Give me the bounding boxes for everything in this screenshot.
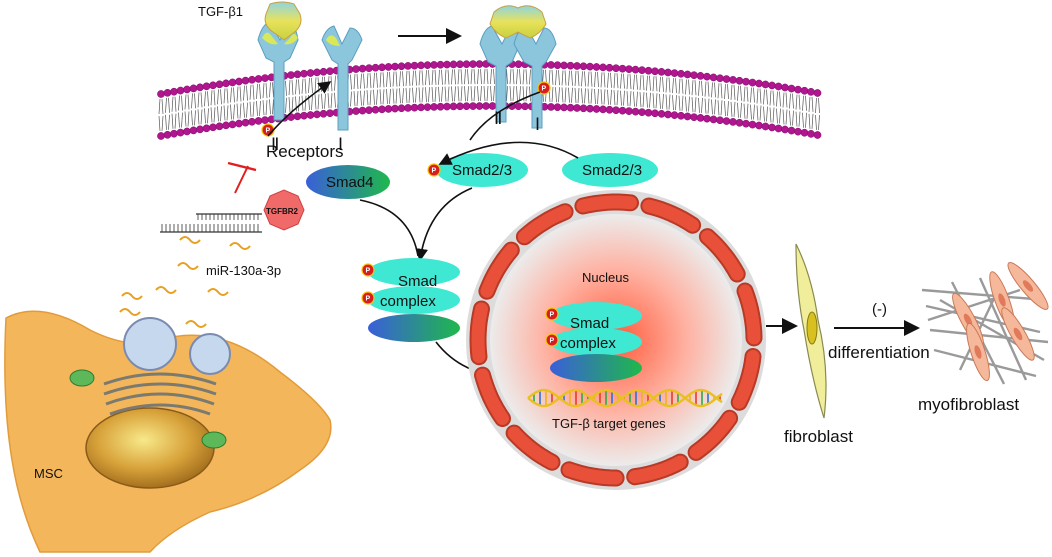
receptor-i-label: Ⅰ bbox=[338, 135, 343, 154]
exosome-icon bbox=[123, 317, 231, 375]
tgf-beta1-ligand-icon bbox=[264, 1, 302, 41]
phospho-icon bbox=[361, 263, 375, 277]
inhibition-symbol bbox=[227, 161, 257, 194]
smad-complex-label-2: complex bbox=[380, 293, 436, 310]
mirna-label: miR-130a-3p bbox=[206, 263, 281, 278]
dna-helix-icon bbox=[527, 388, 723, 408]
smad-complex-cytoplasm: P P Smad complex bbox=[361, 258, 460, 342]
smad23-label: Smad2/3 bbox=[582, 162, 642, 179]
smad-complex-label-1: Smad bbox=[398, 273, 437, 290]
smad23-protein: Smad2/3 bbox=[562, 153, 658, 187]
nuc-complex-label-2: complex bbox=[560, 335, 616, 352]
receptor-ii-label-2: Ⅱ bbox=[494, 109, 502, 128]
msc-nucleus bbox=[85, 407, 215, 489]
msc-cell bbox=[4, 310, 332, 553]
myofibroblast-label: myofibroblast bbox=[918, 395, 1019, 414]
nuclear-envelope bbox=[469, 193, 763, 487]
msc-label: MSC bbox=[34, 466, 63, 481]
differentiation-label: differentiation bbox=[828, 343, 930, 362]
golgi-icon bbox=[103, 372, 217, 416]
mrna-duplex bbox=[160, 213, 262, 233]
smad-complex-nucleus: P P Smad complex bbox=[545, 302, 642, 382]
phospho-label: P bbox=[550, 338, 555, 345]
inhibit-sign-label: (-) bbox=[872, 301, 887, 318]
receptor-ii-label: Ⅱ bbox=[271, 135, 279, 154]
smad-phospho-arrow bbox=[438, 141, 579, 165]
phospho-smad23-protein: P Smad2/3 bbox=[427, 153, 528, 187]
phospho-label: P bbox=[542, 86, 547, 93]
mitochondrion-icon bbox=[69, 369, 227, 449]
smad4-protein: Smad4 bbox=[306, 165, 390, 199]
smad4-join-line bbox=[359, 199, 419, 257]
receptor-pair-left: Ⅱ Ⅰ P bbox=[257, 21, 363, 154]
phospho-icon bbox=[545, 307, 559, 321]
nuc-complex-label-1: Smad bbox=[570, 315, 609, 332]
myofibroblast-cluster-icon bbox=[921, 262, 1049, 385]
phospho-icon bbox=[361, 291, 375, 305]
smad4-label: Smad4 bbox=[326, 174, 374, 191]
kinase-arrow bbox=[469, 91, 541, 141]
phospho-icon bbox=[545, 333, 559, 347]
target-genes-label: TGF-β target genes bbox=[552, 416, 666, 431]
ligand-label: TGF-β1 bbox=[198, 4, 243, 19]
phospho-label: P bbox=[432, 168, 437, 175]
tgfbr2-badge: TGFBR2 bbox=[263, 189, 305, 231]
receptors-label: Receptors bbox=[266, 142, 343, 161]
receptor-i-label-2: Ⅰ bbox=[535, 115, 540, 134]
phospho-label: P bbox=[266, 128, 271, 135]
tgfbr2-label: TGFBR2 bbox=[266, 207, 299, 216]
smad23-p-label: Smad2/3 bbox=[452, 162, 512, 179]
phospho-label: P bbox=[366, 296, 371, 303]
phospho-label: P bbox=[550, 312, 555, 319]
phosphorylation-arrow bbox=[267, 81, 332, 137]
fibroblast-label: fibroblast bbox=[784, 427, 853, 446]
phospho-label: P bbox=[366, 268, 371, 275]
nucleus-label: Nucleus bbox=[582, 270, 629, 285]
complex-formation-arrow bbox=[415, 187, 473, 262]
mirna-strands bbox=[119, 236, 251, 328]
fibroblast-cell-icon bbox=[795, 243, 827, 419]
cell-membrane bbox=[157, 60, 822, 140]
receptor-pair-right: Ⅱ Ⅰ P bbox=[469, 5, 557, 141]
phospho-icon bbox=[537, 81, 551, 95]
phospho-icon bbox=[427, 163, 441, 177]
